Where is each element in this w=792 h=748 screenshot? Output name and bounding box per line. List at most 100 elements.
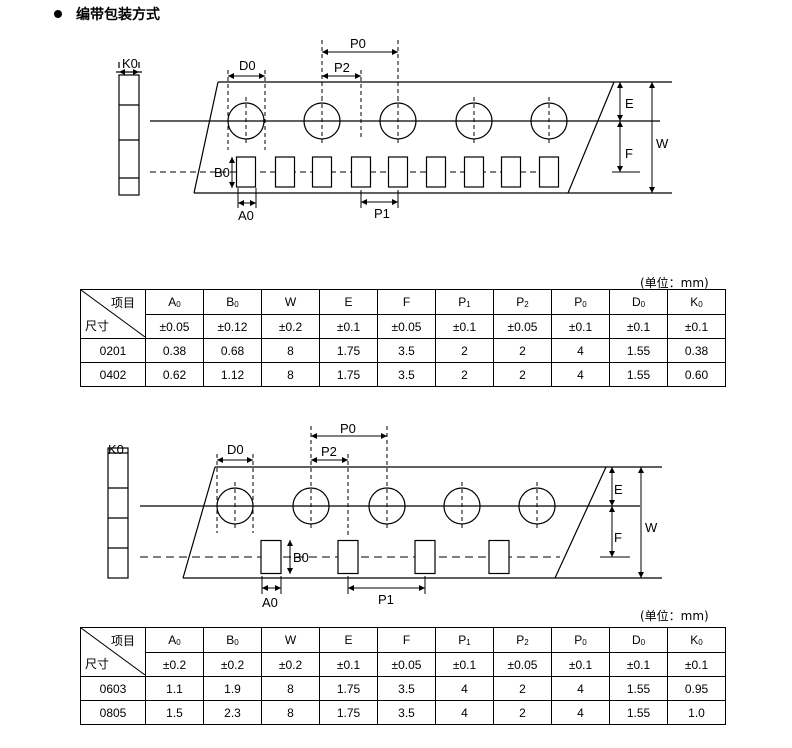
column-tolerance: ±0.05 xyxy=(493,314,552,339)
value-cell: 4 xyxy=(551,700,610,725)
value-cell: 2 xyxy=(435,362,494,387)
label-p2: P2 xyxy=(334,60,350,75)
k0-side-profile-2 xyxy=(107,447,129,579)
column-header: D0 xyxy=(609,627,668,653)
value-cell: 1.75 xyxy=(319,676,378,701)
value-cell: 1.1 xyxy=(145,676,204,701)
component-pocket xyxy=(350,156,372,188)
value-cell: 1.75 xyxy=(319,362,378,387)
value-cell: 3.5 xyxy=(377,700,436,725)
label-p2-2: P2 xyxy=(321,444,337,459)
column-tolerance: ±0.05 xyxy=(377,314,436,339)
column-header: A0 xyxy=(145,289,204,315)
value-cell: 1.5 xyxy=(145,700,204,725)
corner-size-label: 尺寸 xyxy=(85,319,110,333)
value-cell: 1.55 xyxy=(609,676,668,701)
column-tolerance: ±0.1 xyxy=(667,314,726,339)
value-cell: 1.75 xyxy=(319,700,378,725)
k0-side-profile xyxy=(118,74,140,196)
corner-header: 项目尺寸 xyxy=(80,289,146,339)
corner-item-label: 项目 xyxy=(110,634,135,648)
value-cell: 1.0 xyxy=(667,700,726,725)
corner-size-label: 尺寸 xyxy=(85,657,110,671)
column-tolerance: ±0.05 xyxy=(493,652,552,677)
label-p1: P1 xyxy=(374,206,390,221)
value-cell: 0.38 xyxy=(145,338,204,363)
component-pocket xyxy=(500,156,522,188)
column-tolerance: ±0.1 xyxy=(551,314,610,339)
value-cell: 2 xyxy=(435,338,494,363)
value-cell: 2 xyxy=(493,362,552,387)
label-p1-2: P1 xyxy=(378,592,394,607)
value-cell: 1.75 xyxy=(319,338,378,363)
label-k0: K0 xyxy=(122,56,138,71)
label-k0-2: K0 xyxy=(108,442,124,457)
value-cell: 1.55 xyxy=(609,338,668,363)
column-header: P1 xyxy=(435,289,494,315)
value-cell: 4 xyxy=(435,676,494,701)
label-a0: A0 xyxy=(238,208,254,223)
value-cell: 2 xyxy=(493,676,552,701)
label-w-2: W xyxy=(645,520,658,535)
value-cell: 3.5 xyxy=(377,676,436,701)
label-e: E xyxy=(625,96,634,111)
column-header: B0 xyxy=(203,289,262,315)
label-f-2: F xyxy=(614,530,622,545)
column-tolerance: ±0.1 xyxy=(551,652,610,677)
column-header: B0 xyxy=(203,627,262,653)
column-header: K0 xyxy=(667,627,726,653)
size-cell: 0603 xyxy=(80,676,146,701)
component-pocket xyxy=(538,156,560,188)
value-cell: 0.38 xyxy=(667,338,726,363)
label-d0-2: D0 xyxy=(227,442,244,457)
value-cell: 8 xyxy=(261,700,320,725)
column-tolerance: ±0.05 xyxy=(145,314,204,339)
value-cell: 2.3 xyxy=(203,700,262,725)
value-cell: 0.62 xyxy=(145,362,204,387)
corner-item-label: 项目 xyxy=(110,296,135,310)
value-cell: 2 xyxy=(493,338,552,363)
column-header: W xyxy=(261,627,320,653)
unit-note-2: (单位：mm) xyxy=(640,609,709,623)
column-tolerance: ±0.1 xyxy=(435,652,494,677)
label-p0: P0 xyxy=(350,36,366,51)
section-heading: 编带包装方式 xyxy=(54,4,160,24)
value-cell: 4 xyxy=(551,338,610,363)
size-cell: 0201 xyxy=(80,338,146,363)
tape-diagram-2: K0 D0 P0 P2 E F W B0 A0 P1 xyxy=(107,421,662,610)
section-title: 编带包装方式 xyxy=(76,6,160,22)
column-tolerance: ±0.1 xyxy=(319,652,378,677)
column-tolerance: ±0.2 xyxy=(203,652,262,677)
value-cell: 4 xyxy=(551,676,610,701)
component-pocket xyxy=(311,156,333,188)
label-e-2: E xyxy=(614,482,623,497)
value-cell: 0.68 xyxy=(203,338,262,363)
corner-header: 项目尺寸 xyxy=(80,627,146,677)
component-pocket xyxy=(425,156,447,188)
tape-diagram-1: K0 D0 P0 P2 E F W B0 A0 P1 xyxy=(116,36,672,223)
value-cell: 1.9 xyxy=(203,676,262,701)
value-cell: 8 xyxy=(261,676,320,701)
column-header: P0 xyxy=(551,289,610,315)
component-pocket xyxy=(235,156,257,188)
component-pocket xyxy=(414,539,436,575)
label-b0: B0 xyxy=(214,165,230,180)
label-b0-2: B0 xyxy=(293,550,309,565)
column-tolerance: ±0.1 xyxy=(609,314,668,339)
column-tolerance: ±0.1 xyxy=(319,314,378,339)
column-header: D0 xyxy=(609,289,668,315)
label-a0-2: A0 xyxy=(262,595,278,610)
column-header: A0 xyxy=(145,627,204,653)
value-cell: 8 xyxy=(261,338,320,363)
column-tolerance: ±0.05 xyxy=(377,652,436,677)
column-tolerance: ±0.2 xyxy=(261,314,320,339)
value-cell: 0.60 xyxy=(667,362,726,387)
value-cell: 8 xyxy=(261,362,320,387)
label-d0: D0 xyxy=(239,58,256,73)
column-header: E xyxy=(319,627,378,653)
column-header: P1 xyxy=(435,627,494,653)
column-header: E xyxy=(319,289,378,315)
